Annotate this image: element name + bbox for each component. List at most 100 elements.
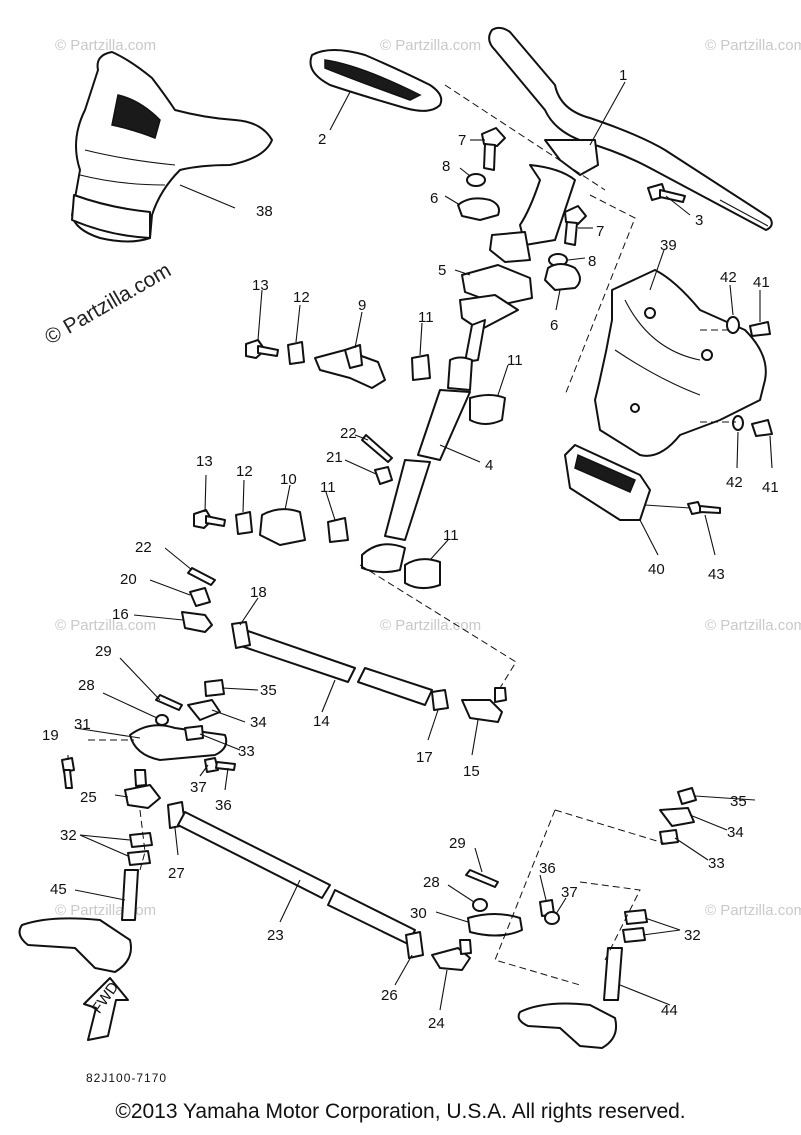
- callout-39: 39: [660, 237, 677, 254]
- callout-34: 34: [727, 824, 744, 841]
- callout-2: 2: [318, 131, 326, 148]
- callout-24: 24: [428, 1015, 445, 1032]
- callout-31: 31: [74, 716, 91, 733]
- callout-11: 11: [320, 479, 336, 496]
- part-bushing-11: [327, 354, 506, 589]
- copyright-text: ©2013 Yamaha Motor Corporation, U.S.A. A…: [115, 1100, 686, 1123]
- callout-18: 18: [250, 584, 267, 601]
- callout-43: 43: [708, 566, 725, 583]
- callout-25: 25: [80, 789, 97, 806]
- callout-23: 23: [267, 927, 284, 944]
- callout-9: 9: [358, 297, 366, 314]
- callout-37: 37: [561, 884, 578, 901]
- callout-6: 6: [550, 317, 558, 334]
- callout-44: 44: [661, 1002, 678, 1019]
- callout-26: 26: [381, 987, 398, 1004]
- part-bracket-9: [314, 344, 386, 389]
- callout-19: 19: [42, 727, 59, 744]
- callout-33: 33: [238, 743, 255, 760]
- callout-7: 7: [596, 223, 604, 240]
- part-holder-5: [461, 264, 533, 306]
- watermark-faint: © Partzilla.com: [380, 37, 481, 54]
- callout-27: 27: [168, 865, 185, 882]
- callout-12: 12: [293, 289, 310, 306]
- part-tie-rod-23: [167, 801, 424, 959]
- part-spindle-44: [517, 947, 623, 1049]
- faint-watermarks: © Partzilla.com © Partzilla.com © Partzi…: [55, 37, 801, 919]
- part-bolt-7: [481, 127, 587, 246]
- callout-45: 45: [50, 881, 67, 898]
- part-steering-column: [361, 294, 519, 574]
- part-nut-12: [235, 341, 305, 535]
- callout-5: 5: [438, 262, 446, 279]
- callout-36: 36: [539, 860, 556, 877]
- callout-22: 22: [135, 539, 152, 556]
- callout-22: 22: [340, 425, 357, 442]
- watermark-faint: © Partzilla.com: [705, 617, 801, 634]
- part-handlebar: [488, 26, 773, 263]
- callout-17: 17: [416, 749, 433, 766]
- callout-40: 40: [648, 561, 665, 578]
- part-ball-joint-25: [124, 769, 161, 809]
- callout-7: 7: [458, 132, 466, 149]
- callout-42: 42: [720, 269, 737, 286]
- callout-10: 10: [280, 471, 297, 488]
- callout-36: 36: [215, 797, 232, 814]
- watermark-faint: © Partzilla.com: [55, 902, 156, 919]
- callout-32: 32: [60, 827, 77, 844]
- part-clamp-6: [457, 197, 581, 291]
- part-tie-rod-14: [231, 621, 433, 706]
- watermark-main: © Partzilla.com: [41, 259, 175, 350]
- callout-13: 13: [196, 453, 213, 470]
- part-cowl: [71, 51, 273, 243]
- callout-labels: 1 2 3 4 5 6 6 7 7 8 8 9 10 11 11 11 11 1…: [42, 67, 779, 1032]
- watermark-faint: © Partzilla.com: [55, 37, 156, 54]
- assembly-lines: [88, 84, 736, 986]
- callout-6: 6: [430, 190, 438, 207]
- callout-13: 13: [252, 277, 269, 294]
- callout-35: 35: [260, 682, 277, 699]
- callout-30: 30: [410, 905, 427, 922]
- watermark-faint: © Partzilla.com: [705, 902, 801, 919]
- callout-11: 11: [507, 352, 523, 369]
- callout-29: 29: [95, 643, 112, 660]
- callout-41: 41: [753, 274, 770, 291]
- part-ball-joint-16: [181, 611, 213, 633]
- leader-lines: [67, 81, 773, 1011]
- part-ball-joint-24: [431, 939, 472, 971]
- part-nut-8: [466, 173, 568, 267]
- callout-21: 21: [326, 449, 343, 466]
- callout-11: 11: [418, 309, 434, 326]
- callout-38: 38: [256, 203, 273, 220]
- callout-42: 42: [726, 474, 743, 491]
- part-41-42: [726, 316, 773, 437]
- watermark-faint: © Partzilla.com: [380, 617, 481, 634]
- callout-8: 8: [442, 158, 450, 175]
- callout-34: 34: [250, 714, 267, 731]
- part-nut-17: [431, 689, 449, 711]
- part-cover-40: [564, 444, 651, 521]
- callout-11: 11: [443, 527, 459, 544]
- part-collar-32: [127, 832, 648, 943]
- callout-14: 14: [313, 713, 330, 730]
- part-ball-joint-15: [461, 687, 507, 723]
- callout-16: 16: [112, 606, 129, 623]
- callout-4: 4: [485, 457, 493, 474]
- callout-29: 29: [449, 835, 466, 852]
- part-bolt-3: [647, 183, 686, 203]
- callout-37: 37: [190, 779, 207, 796]
- callout-35: 35: [730, 793, 747, 810]
- part-panel-39: [594, 269, 767, 457]
- fwd-arrow-icon: FWD: [83, 977, 129, 1041]
- part-21-22: [187, 434, 393, 607]
- callout-28: 28: [423, 874, 440, 891]
- callout-12: 12: [236, 463, 253, 480]
- callout-3: 3: [695, 212, 703, 229]
- callout-32: 32: [684, 927, 701, 944]
- callout-1: 1: [619, 67, 627, 84]
- part-bracket-10: [259, 508, 306, 546]
- callout-33: 33: [708, 855, 725, 872]
- callout-8: 8: [588, 253, 596, 270]
- watermark-faint: © Partzilla.com: [705, 37, 801, 54]
